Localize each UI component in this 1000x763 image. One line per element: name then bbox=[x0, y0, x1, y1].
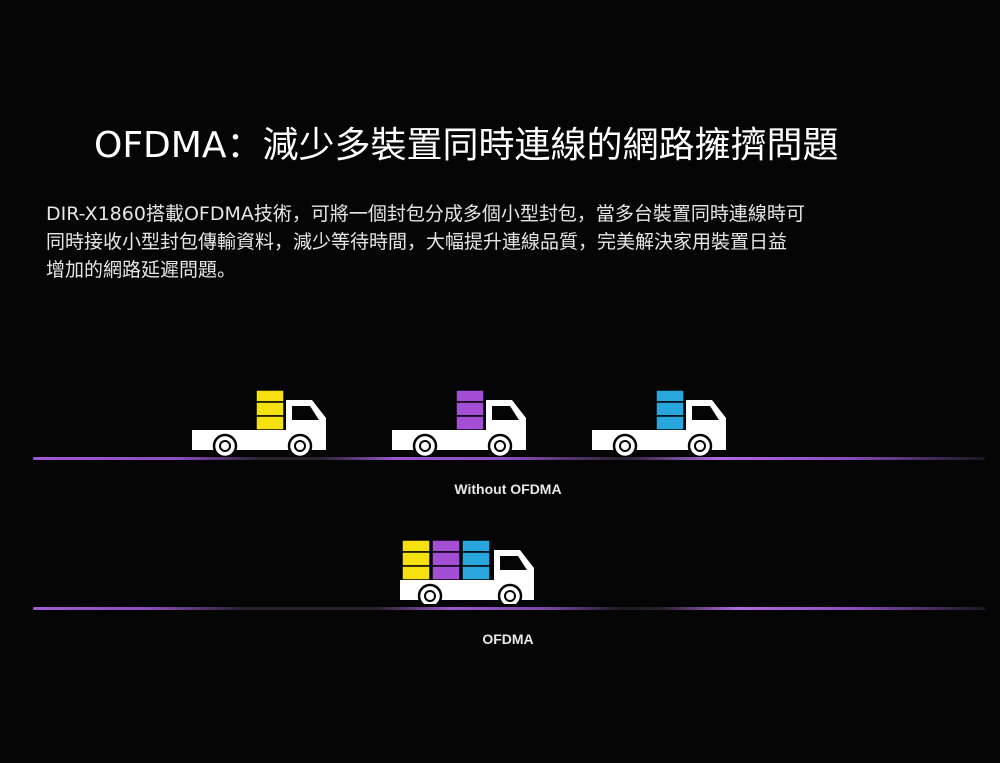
page-title: OFDMA：減少多裝置同時連線的網路擁擠問題 bbox=[94, 125, 839, 166]
ofdma-label: OFDMA bbox=[482, 631, 534, 647]
blue-packet-icon bbox=[461, 539, 491, 581]
purple-packet-icon bbox=[455, 389, 485, 431]
road-line bbox=[33, 457, 985, 460]
truck-combined-icon bbox=[400, 538, 540, 609]
truck-blue-icon bbox=[592, 388, 732, 468]
road-line bbox=[33, 607, 985, 610]
yellow-packet-icon bbox=[255, 389, 285, 431]
truck-yellow-icon bbox=[192, 388, 332, 468]
blue-packet-icon bbox=[655, 389, 685, 431]
description-line: DIR-X1860搭載OFDMA技術，可將一個封包分成多個小型封包，當多台裝置同… bbox=[46, 203, 805, 225]
truck-purple-icon bbox=[392, 388, 532, 468]
description-line: 增加的網路延遲問題。 bbox=[46, 259, 237, 281]
purple-packet-icon bbox=[431, 539, 461, 581]
description: DIR-X1860搭載OFDMA技術，可將一個封包分成多個小型封包，當多台裝置同… bbox=[46, 200, 966, 284]
description-line: 同時接收小型封包傳輸資料，減少等待時間，大幅提升連線品質，完美解決家用裝置日益 bbox=[46, 231, 788, 253]
without-ofdma-label: Without OFDMA bbox=[454, 481, 562, 497]
yellow-packet-icon bbox=[401, 539, 431, 581]
